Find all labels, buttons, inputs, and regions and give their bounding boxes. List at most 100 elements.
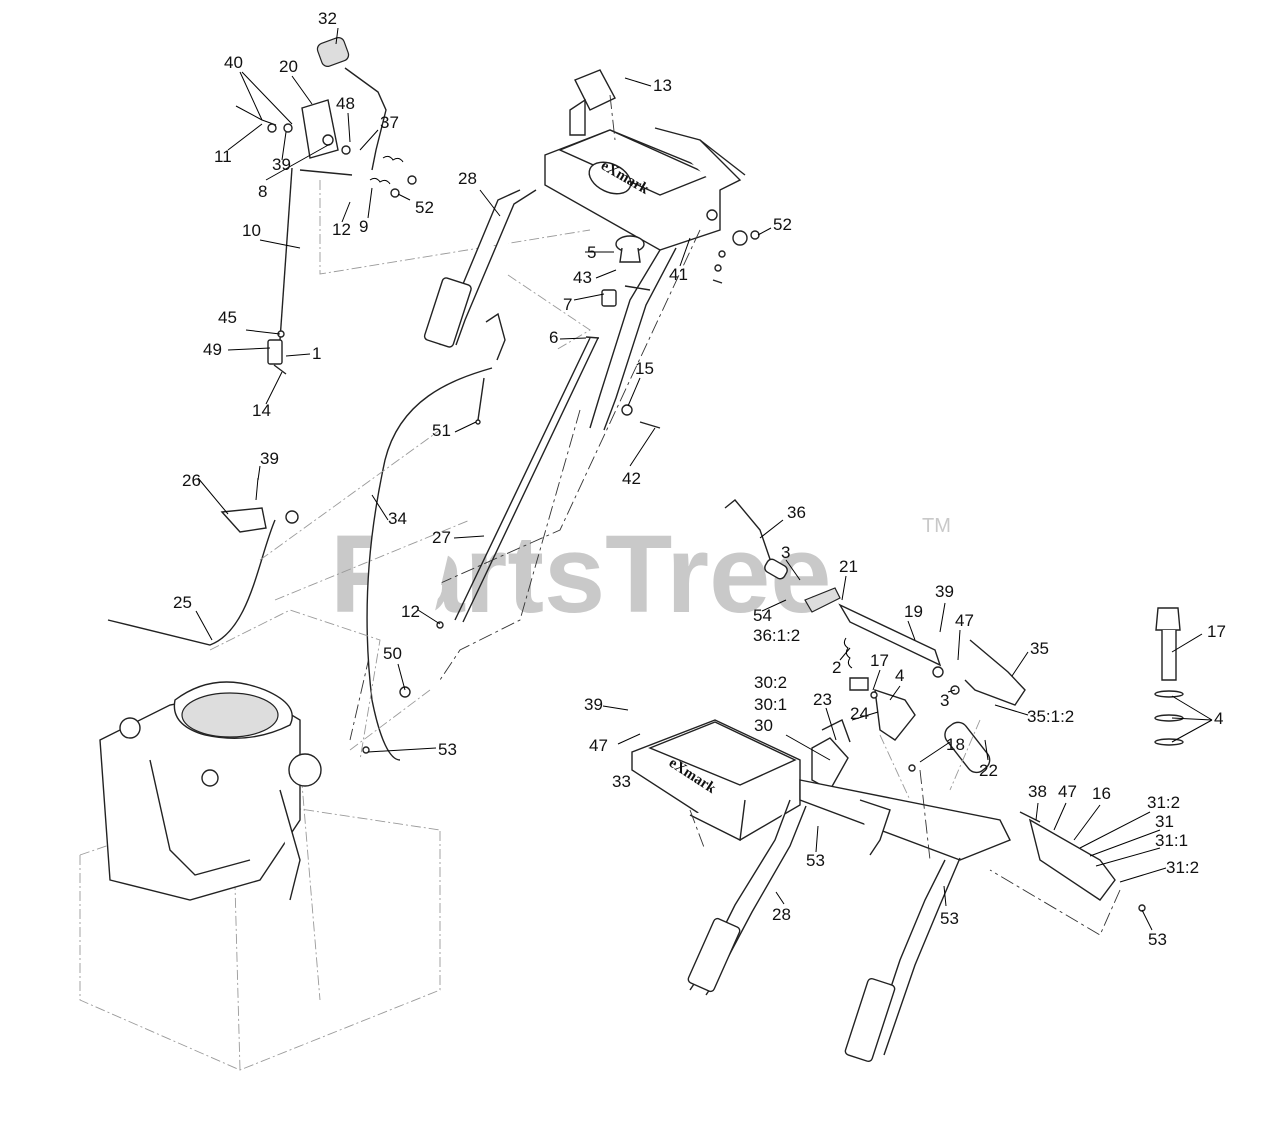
callout-2: 2 — [832, 658, 841, 677]
leader-line — [839, 647, 851, 661]
leader-line — [341, 201, 351, 223]
leader-line — [775, 891, 785, 905]
throttle-lever-assembly — [235, 37, 591, 375]
callout-39c: 39 — [935, 582, 954, 601]
leader-line — [1095, 847, 1161, 867]
callout-35: 35 — [1030, 639, 1049, 658]
cable-group — [107, 367, 493, 761]
callout-37: 37 — [380, 113, 399, 132]
handle-assembly-exploded — [631, 499, 1184, 1063]
callout-28: 28 — [458, 169, 477, 188]
callout-47b: 47 — [589, 736, 608, 755]
callout-50: 50 — [383, 644, 402, 663]
callout-36-1-2: 36:1:2 — [753, 626, 800, 645]
leader-line — [367, 187, 373, 219]
callout-52b: 52 — [773, 215, 792, 234]
leader-line — [479, 189, 501, 217]
callout-4b: 4 — [1214, 709, 1223, 728]
leader-lines — [195, 27, 1213, 931]
callout-15: 15 — [635, 359, 654, 378]
callout-39: 39 — [272, 155, 291, 174]
leader-line — [957, 629, 961, 661]
leader-line — [785, 559, 801, 581]
callout-52: 52 — [415, 198, 434, 217]
callout-27: 27 — [432, 528, 451, 547]
leader-line — [1053, 802, 1067, 831]
leader-line — [1119, 867, 1167, 883]
callout-32: 32 — [318, 9, 337, 28]
leader-line — [1171, 633, 1203, 653]
callout-38: 38 — [1028, 782, 1047, 801]
leader-line — [1011, 651, 1029, 677]
callout-31-1: 31:1 — [1155, 831, 1188, 850]
leader-line — [239, 71, 263, 121]
callout-53: 53 — [438, 740, 457, 759]
leader-line — [785, 734, 831, 761]
callout-3: 3 — [781, 543, 790, 562]
callout-24: 24 — [850, 704, 869, 723]
leader-line — [454, 421, 477, 433]
callout-10: 10 — [242, 221, 261, 240]
leader-line — [617, 733, 641, 745]
leader-line — [417, 609, 441, 625]
callout-16: 16 — [1092, 784, 1111, 803]
callout-17: 17 — [870, 651, 889, 670]
leader-line — [889, 685, 901, 701]
callout-8: 8 — [258, 182, 267, 201]
leader-line — [573, 293, 605, 301]
callout-36: 36 — [787, 503, 806, 522]
callout-6: 6 — [549, 328, 558, 347]
leader-line — [872, 669, 881, 691]
leader-line — [679, 237, 691, 267]
leader-line — [367, 747, 437, 753]
callout-47: 47 — [955, 611, 974, 630]
leader-line — [257, 465, 261, 481]
leader-line — [595, 269, 617, 279]
callout-28b: 28 — [772, 905, 791, 924]
leader-line — [851, 711, 879, 721]
leader-line — [265, 143, 331, 181]
callout-47c: 47 — [1058, 782, 1077, 801]
leader-line — [453, 535, 485, 539]
callout-13: 13 — [653, 76, 672, 95]
callout-7: 7 — [563, 295, 572, 314]
leader-line — [994, 704, 1029, 716]
leader-line — [197, 477, 229, 515]
callout-31-2: 31:2 — [1147, 793, 1180, 812]
callout-31: 31 — [1155, 812, 1174, 831]
watermark-tm: TM — [922, 515, 951, 537]
leader-line — [1089, 829, 1161, 857]
callout-49: 49 — [203, 340, 222, 359]
callout-45: 45 — [218, 308, 237, 327]
callout-12b: 12 — [401, 602, 420, 621]
callout-19: 19 — [904, 602, 923, 621]
callout-30-2: 30:2 — [754, 673, 787, 692]
callout-11: 11 — [214, 147, 232, 166]
leader-line — [265, 371, 283, 405]
callout-30-1: 30:1 — [754, 695, 787, 714]
callout-42: 42 — [622, 469, 641, 488]
callout-53d: 53 — [1148, 930, 1167, 949]
callout-18: 18 — [946, 735, 965, 754]
leader-line — [761, 599, 787, 612]
leader-line — [759, 519, 784, 539]
callout-3b: 3 — [940, 691, 949, 710]
callout-5: 5 — [587, 243, 596, 262]
leader-line — [227, 123, 263, 151]
leader-line — [241, 71, 293, 125]
engine-and-deck — [79, 429, 471, 1071]
leader-line — [335, 27, 339, 45]
leader-line — [841, 575, 847, 601]
leader-line — [939, 602, 946, 633]
leader-line — [947, 689, 956, 693]
leader-line — [1171, 719, 1213, 743]
callout-53b: 53 — [806, 851, 825, 870]
callout-51: 51 — [432, 421, 451, 440]
leader-line — [281, 131, 287, 161]
callout-53c: 53 — [940, 909, 959, 928]
leader-line — [359, 129, 379, 151]
leader-line — [371, 494, 389, 521]
leader-line — [624, 77, 652, 87]
leader-line — [1171, 695, 1213, 721]
leader-line — [285, 353, 311, 357]
